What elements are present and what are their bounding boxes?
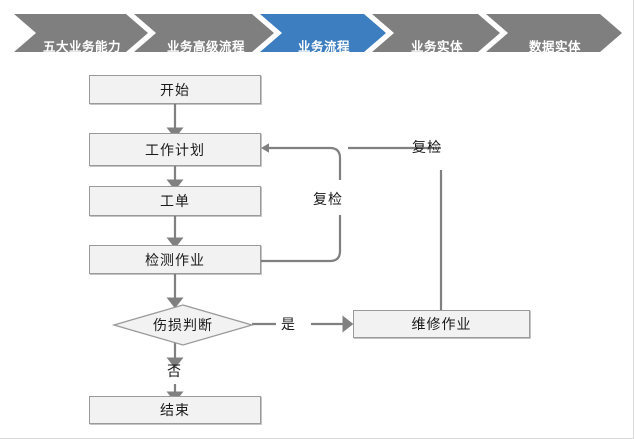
node-work-plan[interactable]: 工作计划 xyxy=(89,133,261,166)
node-work-plan-label: 工作计划 xyxy=(145,142,205,159)
breadcrumb-chevron-4 xyxy=(372,14,500,52)
edge-inner-recheck-lower xyxy=(260,215,342,263)
node-damage-decision[interactable] xyxy=(111,303,255,347)
breadcrumb-chevron-2 xyxy=(134,14,274,52)
breadcrumb-chevron-3 xyxy=(260,14,386,52)
node-inspection-label: 检测作业 xyxy=(145,252,205,269)
node-work-order[interactable]: 工单 xyxy=(89,186,261,216)
node-work-order-label: 工单 xyxy=(160,194,190,210)
edge-label-recheck-inner: 复检 xyxy=(313,192,343,208)
breadcrumb-chevron-5 xyxy=(486,14,622,52)
node-end[interactable]: 结束 xyxy=(89,396,261,424)
node-repair[interactable]: 维修作业 xyxy=(353,310,530,338)
node-start[interactable]: 开始 xyxy=(89,75,261,104)
node-inspection[interactable]: 检测作业 xyxy=(89,245,261,274)
breadcrumb: 五大业务能力 业务高级流程 业务流程 业务实体 数据实体 xyxy=(0,14,633,54)
edge-inner-recheck-arrowhead xyxy=(261,143,269,153)
breadcrumb-chevron-1 xyxy=(14,14,148,52)
edge-inner-recheck-upper xyxy=(268,146,342,180)
edge-label-yes: 是 xyxy=(281,317,296,333)
node-end-label: 结束 xyxy=(160,403,190,419)
edge-label-no: 否 xyxy=(167,364,182,380)
node-start-label: 开始 xyxy=(160,82,190,99)
edge-label-recheck-outer: 复检 xyxy=(412,140,442,156)
node-repair-label: 维修作业 xyxy=(411,317,472,333)
